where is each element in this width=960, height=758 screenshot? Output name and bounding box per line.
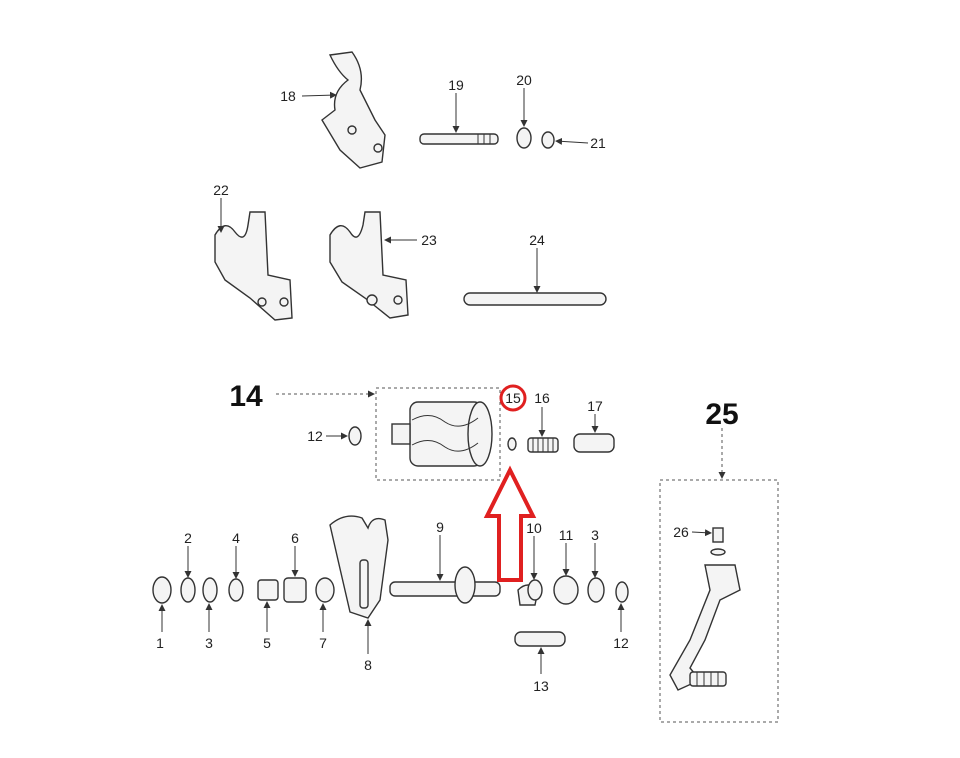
callout-17: 17 [587, 398, 603, 414]
red-up-arrow [483, 465, 537, 582]
part-26-washer [710, 548, 726, 556]
callout-15: 15 [505, 390, 521, 406]
callout-25: 25 [705, 398, 738, 431]
part-23-fork [329, 211, 409, 319]
callout-12-bottom: 12 [613, 635, 629, 651]
callout-4: 4 [232, 530, 240, 546]
part-16-spring [527, 437, 559, 453]
callout-10: 10 [526, 520, 542, 536]
callout-5: 5 [263, 635, 271, 651]
callout-9: 9 [436, 519, 444, 535]
callout-6: 6 [291, 530, 299, 546]
part-12-washer [348, 426, 362, 446]
part-17-bushing [573, 433, 615, 453]
leader-lines [158, 88, 726, 674]
part-20-washer [516, 127, 532, 149]
callout-26: 26 [673, 524, 689, 540]
highlight-circle [499, 384, 527, 412]
callout-22: 22 [213, 182, 229, 198]
callout-19: 19 [448, 77, 464, 93]
callout-7: 7 [319, 635, 327, 651]
part-14-drum [391, 401, 493, 467]
callout-18: 18 [280, 88, 296, 104]
part-15-ball [507, 437, 517, 451]
part-14-group-box [375, 387, 501, 481]
part-22-fork [214, 211, 293, 321]
callout-24: 24 [529, 232, 545, 248]
part-18-fork [321, 51, 386, 169]
callout-3-right: 3 [591, 527, 599, 543]
part-25-pedal [669, 564, 741, 691]
callout-11: 11 [559, 527, 574, 543]
callout-20: 20 [516, 72, 532, 88]
part-24-rod [463, 292, 607, 306]
callout-13: 13 [533, 678, 549, 694]
bottom-row-parts [152, 515, 629, 647]
part-21-nut [541, 131, 555, 149]
callout-16: 16 [534, 390, 550, 406]
part-26-bolt [712, 527, 724, 543]
callout-3-left: 3 [205, 635, 213, 651]
callout-1: 1 [156, 635, 164, 651]
callout-21: 21 [590, 135, 606, 151]
callout-23: 23 [421, 232, 437, 248]
part-19-pin [419, 133, 499, 145]
callout-2: 2 [184, 530, 192, 546]
callout-8: 8 [364, 657, 372, 673]
callout-12-top: 12 [307, 428, 323, 444]
callout-14: 14 [229, 380, 263, 413]
